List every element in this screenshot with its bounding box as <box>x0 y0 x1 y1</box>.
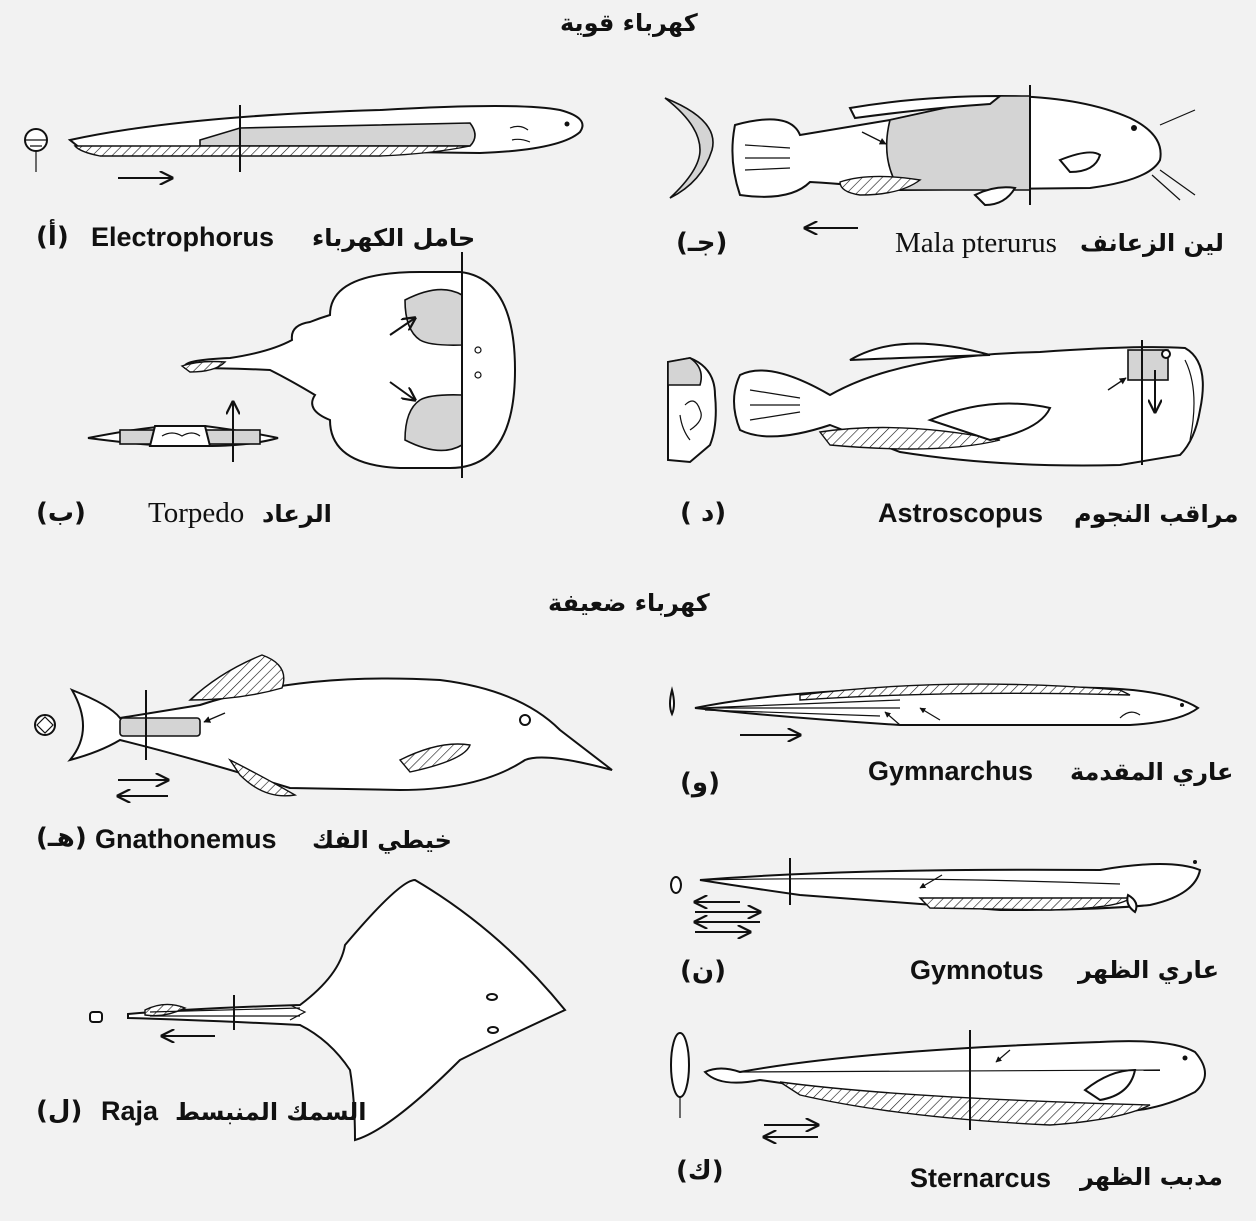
label-letter-w: (و) <box>680 768 720 798</box>
torpedo-drawing <box>87 252 517 478</box>
electrophorus-drawing <box>24 105 584 178</box>
gnathonemus-drawing <box>34 654 613 796</box>
label-letter-c: (جـ) <box>676 228 728 258</box>
label-latin-sternarcus: Sternarcus <box>910 1163 1052 1193</box>
label-latin-torpedo: Torpedo <box>148 497 245 529</box>
label-arabic-electrophorus: حامل الكهرباء <box>312 224 476 252</box>
label-arabic-sternarcus: مدبب الظهر <box>1080 1163 1223 1191</box>
malapterurus-drawing <box>664 85 1196 228</box>
raja-drawing <box>89 878 567 1142</box>
label-arabic-gnathonemus: خيطي الفك <box>312 826 452 854</box>
label-arabic-malapterurus: لين الزعانف <box>1080 229 1224 257</box>
label-latin-gymnotus: Gymnotus <box>910 955 1044 985</box>
sternarcus-drawing <box>670 1030 1206 1137</box>
label-arabic-gymnotus: عاري الظهر <box>1078 956 1219 984</box>
heading-weak: كهرباء ضعيفة <box>548 589 710 617</box>
label-latin-gnathonemus: Gnathonemus <box>95 824 277 854</box>
label-letter-a: (أ) <box>36 222 69 252</box>
label-arabic-raja: السمك المنبسط <box>175 1098 367 1126</box>
label-arabic-torpedo: الرعاد <box>262 500 332 528</box>
label-latin-malapterurus: Mala pterurus <box>895 227 1057 259</box>
label-latin-astroscopus: Astroscopus <box>878 498 1044 528</box>
label-letter-l: (ل) <box>36 1096 83 1126</box>
label-letter-h: (هـ) <box>36 823 87 853</box>
label-latin-raja: Raja <box>101 1096 159 1126</box>
label-arabic-astroscopus: مراقب النجوم <box>1074 500 1239 528</box>
label-letter-n: (ن) <box>680 956 726 986</box>
gymnarchus-drawing <box>669 683 1200 735</box>
label-latin-electrophorus: Electrophorus <box>91 222 275 252</box>
heading-strong: كهرباء قوية <box>560 9 698 37</box>
label-arabic-gymnarchus: عاري المقدمة <box>1070 758 1234 786</box>
label-letter-b: (ب) <box>36 498 86 528</box>
label-latin-gymnarchus: Gymnarchus <box>868 756 1034 786</box>
label-letter-k: (ك) <box>676 1156 724 1186</box>
gymnotus-drawing <box>670 858 1202 932</box>
label-letter-d: ( د) <box>680 498 727 528</box>
astroscopus-drawing <box>667 340 1204 467</box>
